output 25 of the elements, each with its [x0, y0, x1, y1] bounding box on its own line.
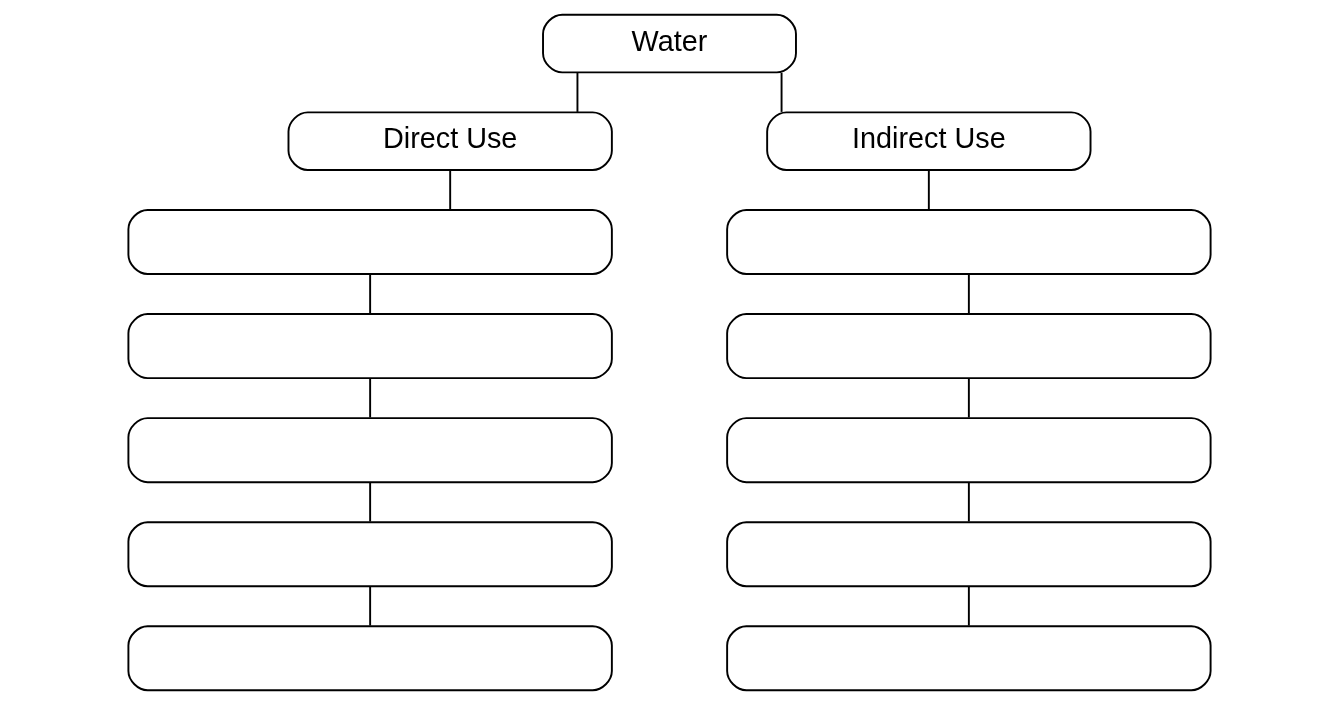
node-box: Direct Use — [287, 111, 613, 171]
connector — [927, 169, 930, 211]
node-box: Water — [541, 13, 797, 74]
connector — [448, 169, 451, 211]
node-box — [126, 313, 613, 380]
node-box — [126, 209, 613, 275]
node-box — [725, 521, 1212, 588]
node-box — [126, 417, 613, 484]
node-box — [725, 417, 1212, 484]
connector — [967, 585, 970, 627]
connector — [967, 481, 970, 523]
node-box — [126, 521, 613, 588]
connector — [368, 377, 371, 419]
node-box — [725, 313, 1212, 380]
connector — [368, 585, 371, 627]
node-box: Indirect Use — [765, 111, 1091, 171]
node-box — [126, 625, 613, 692]
node-box — [725, 625, 1212, 692]
connector — [967, 377, 970, 419]
connector — [967, 273, 970, 315]
connector — [368, 481, 371, 523]
connector — [780, 71, 782, 113]
connector — [576, 71, 578, 113]
connector — [368, 273, 371, 315]
node-box — [725, 209, 1212, 275]
